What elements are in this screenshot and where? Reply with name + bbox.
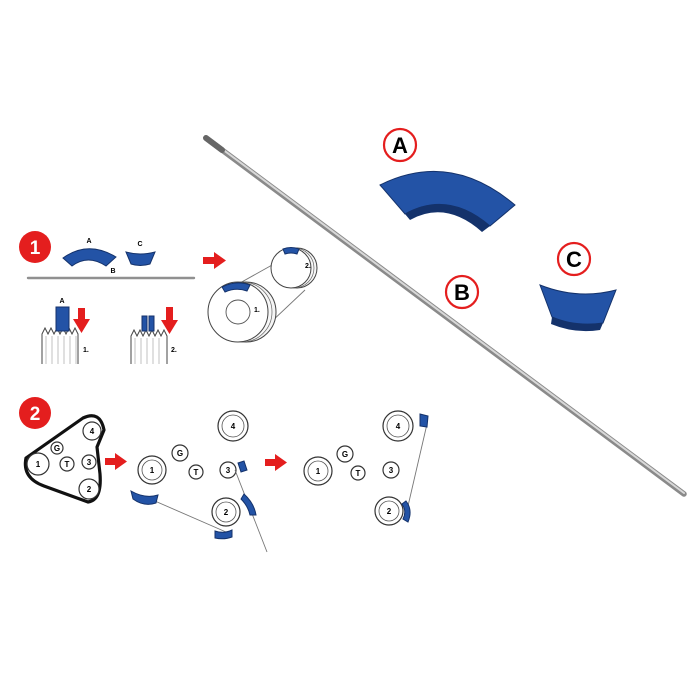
d1-pulley-g: G [54,444,60,453]
d2-pulley-3: 3 [226,466,231,475]
step1-label-b: B [110,268,115,275]
tool-c-large [539,284,617,332]
step2-arrow-1 [105,453,127,470]
step1-wheel-diagram: 2. 1. [207,247,318,343]
callout-c: C [556,241,592,277]
d3-pulley-2: 2 [387,507,392,516]
callout-c-label: C [566,247,582,272]
step-1-number: 1 [30,238,41,259]
step-2-number: 2 [30,404,41,425]
d3-pulley-1: 1 [316,467,321,476]
d3-pulley-3: 3 [389,466,394,475]
substep-2-label: 2. [171,347,177,354]
d3-pulley-t: T [356,469,361,478]
substep-2-pulley: 2. [130,307,178,364]
tool-rod-b [203,135,687,497]
final-position-diagram: 4 G 1 T 3 2 [303,410,429,526]
wheel-2-label: 2. [305,263,311,270]
d1-pulley-2: 2 [87,485,92,494]
step1-label-a: A [86,238,91,245]
belt-routing-diagram: 4 G 1 T 3 2 [23,414,106,504]
d2-pulley-2: 2 [224,508,229,517]
step2-arrow-2 [265,454,287,471]
callout-a: A [382,127,418,163]
substep-1-pulley: A 1. [41,298,90,364]
tool-placement-diagram: 4 G 1 T 3 2 [130,410,268,553]
d1-pulley-t: T [65,460,70,469]
d1-pulley-1: 1 [36,460,41,469]
step-1-badge: 1 [19,231,51,263]
wheel-1-label: 1. [254,307,260,314]
d2-pulley-t: T [194,468,199,477]
d2-pulley-4: 4 [231,422,236,431]
callout-b: B [444,274,480,310]
step1-label-c: C [137,241,142,248]
tool-a-large [379,170,516,232]
callout-b-label: B [454,280,470,305]
step1-rod: B [26,268,196,280]
step-2-badge: 2 [19,397,51,429]
d2-pulley-1: 1 [150,466,155,475]
step1-tool-a: A [62,238,117,267]
step1-arrow [203,252,226,269]
d3-pulley-4: 4 [396,422,401,431]
d1-pulley-3: 3 [87,458,92,467]
d1-pulley-4: 4 [90,427,95,436]
d3-pulley-g: G [342,450,348,459]
substep-1-label: 1. [83,347,89,354]
step1-tool-c: C [125,241,156,266]
callout-a-label: A [392,133,408,158]
d2-pulley-g: G [177,449,183,458]
substep-1-tool-label: A [59,298,64,305]
